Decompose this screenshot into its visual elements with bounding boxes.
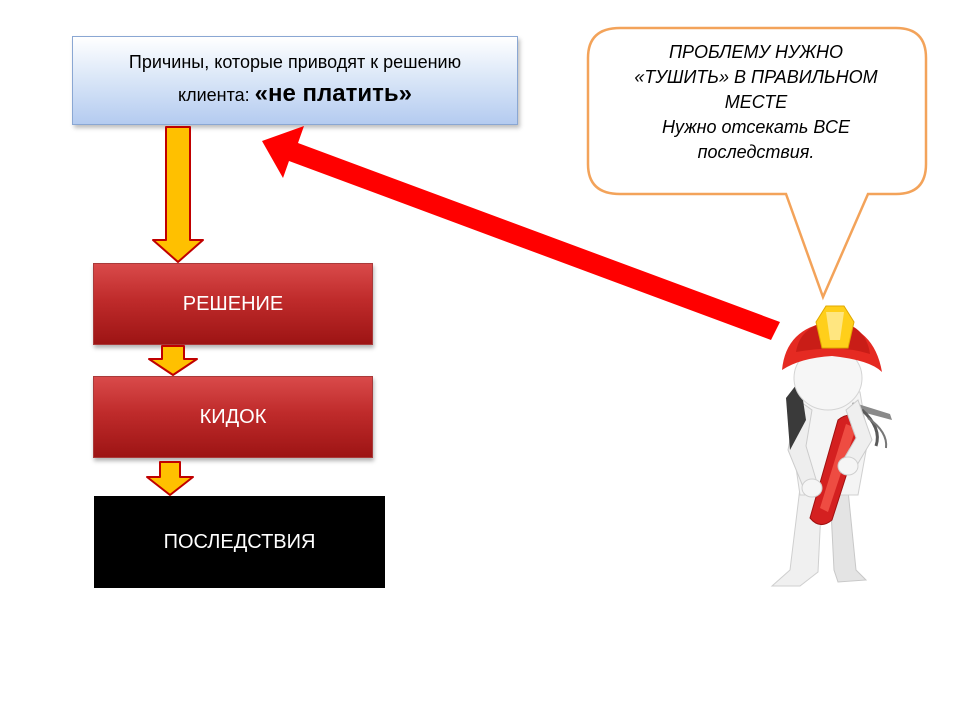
flow-arrow-cause-to-decision [152, 126, 204, 263]
cause-text-line2: клиента: «не платить» [73, 77, 517, 112]
consequences-label: ПОСЛЕДСТВИЯ [163, 530, 316, 553]
consequences-box: ПОСЛЕДСТВИЯ [94, 496, 385, 588]
bubble-line-1: ПРОБЛЕМУ НУЖНО [668, 42, 844, 62]
flow-arrow-scam-to-consequences [146, 461, 194, 496]
bubble-line-2: «ТУШИТЬ» В ПРАВИЛЬНОМ [634, 67, 878, 87]
speech-bubble [586, 26, 928, 301]
big-red-arrow [262, 126, 780, 340]
bubble-line-3: МЕСТЕ [724, 92, 788, 112]
decision-label: РЕШЕНИЕ [182, 292, 284, 315]
scam-label: КИДОК [199, 405, 267, 428]
cause-text-line1: Причины, которые приводят к решению [128, 52, 462, 72]
decision-box: РЕШЕНИЕ [93, 263, 373, 345]
flow-arrow-decision-to-scam [148, 345, 198, 376]
bubble-line-5: последствия. [697, 142, 815, 162]
cause-text-prefix: клиента: [178, 85, 255, 105]
bubble-text: ПРОБЛЕМУ НУЖНО «ТУШИТЬ» В ПРАВИЛЬНОМ МЕС… [606, 40, 906, 165]
scam-box: КИДОК [93, 376, 373, 458]
bubble-line-4: Нужно отсекать ВСЕ [662, 117, 850, 137]
firefighter-figure [770, 305, 892, 587]
cause-box: Причины, которые приводят к решению клие… [72, 36, 518, 125]
cause-text-accent: «не платить» [254, 80, 412, 107]
